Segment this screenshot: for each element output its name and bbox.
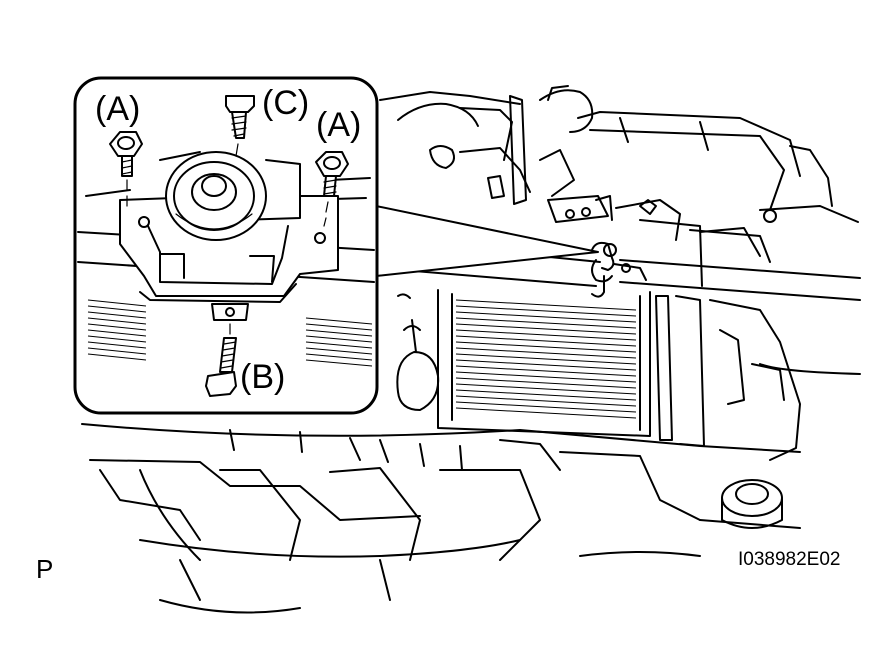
corner-mark: P <box>36 554 53 584</box>
callout-a-left: (A) <box>95 90 140 128</box>
figure-code: I038982E02 <box>738 549 841 570</box>
engine-bay-background <box>81 85 861 614</box>
bolt-c <box>225 95 255 157</box>
bolt-b <box>205 323 237 397</box>
bracket-bushing <box>165 151 267 241</box>
radiator-fins <box>455 299 637 419</box>
detail-inset: (A) (C) (A) (B) <box>73 76 379 415</box>
bolt-a-right <box>315 151 349 227</box>
callout-pointer <box>375 205 599 277</box>
engine-mount-bushing <box>699 479 801 529</box>
horn <box>396 293 440 411</box>
callout-c: (C) <box>262 84 309 122</box>
callout-b: (B) <box>240 358 285 396</box>
bolt-a-left <box>109 131 143 207</box>
callout-a-right: (A) <box>316 106 361 144</box>
